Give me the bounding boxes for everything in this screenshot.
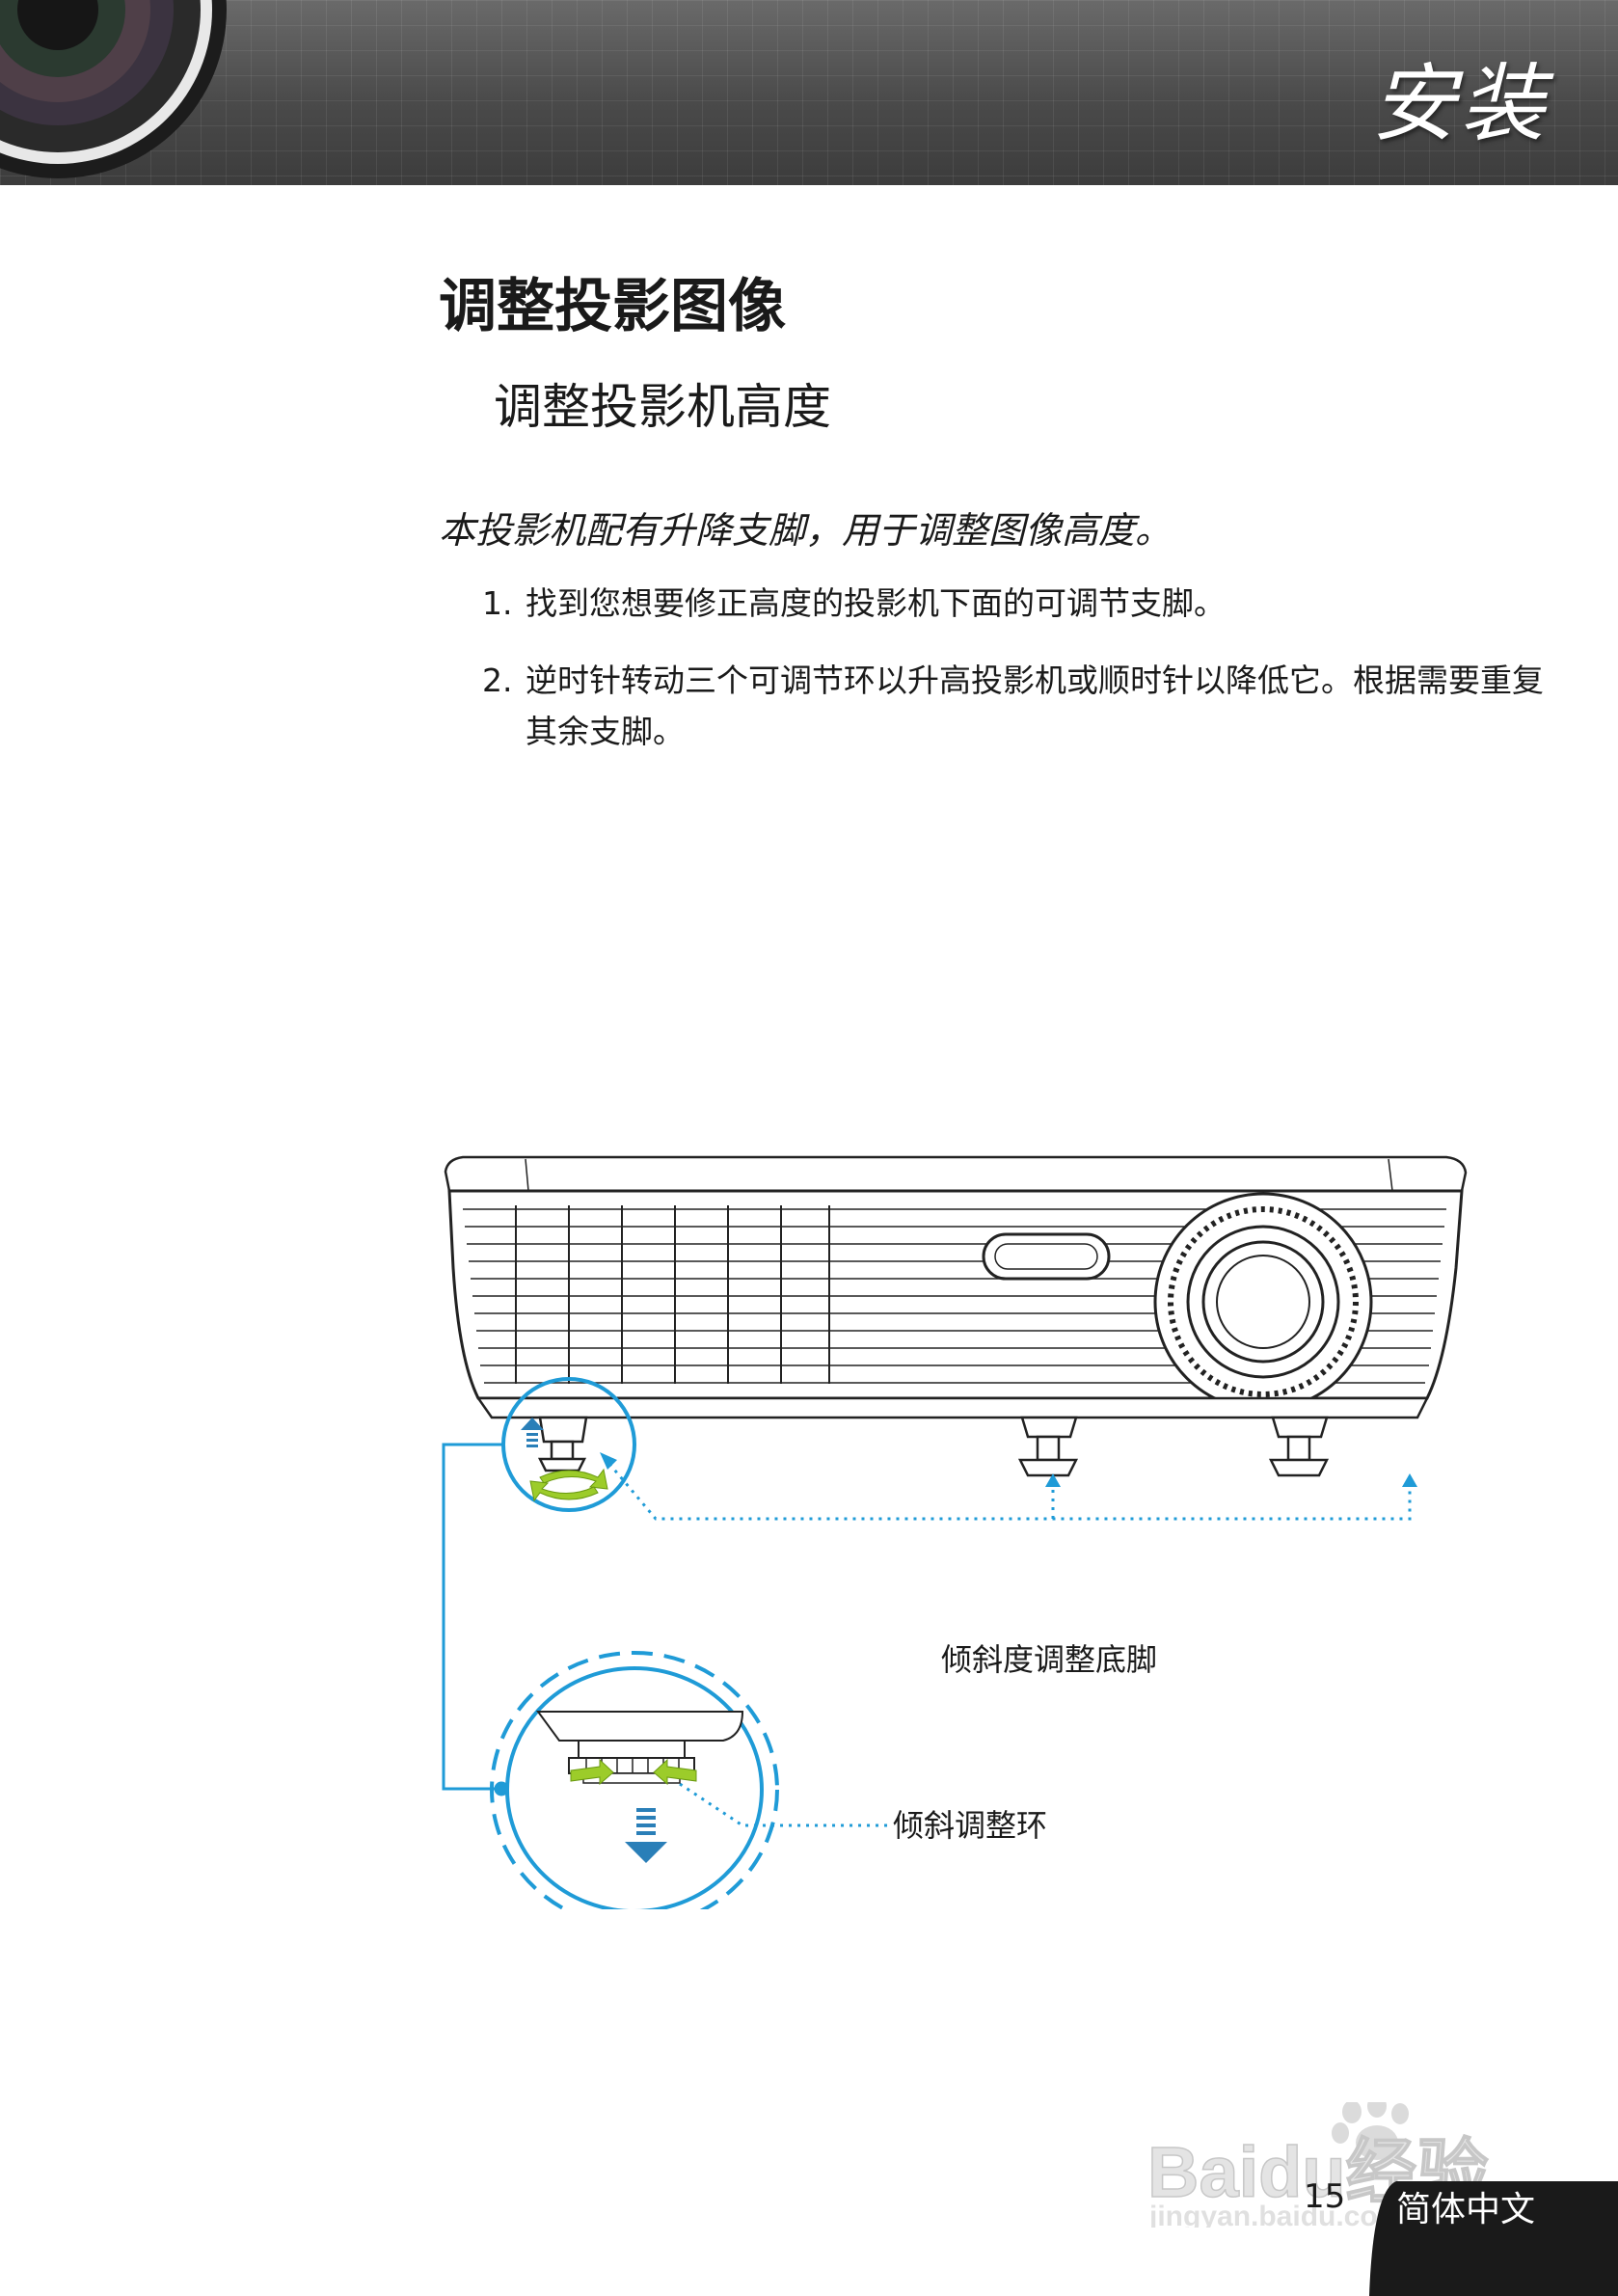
lens-decoration-icon: [0, 0, 227, 178]
page-heading: 调整投影图像: [439, 273, 786, 340]
footer-language-tab: [1369, 2181, 1618, 2296]
link-line: [442, 1443, 509, 1796]
list-item: 2. 逆时针转动三个可调节环以升高投影机或顺时针以降低它。根据需要重复其余支脚。: [482, 656, 1567, 758]
zoom-detail-circle: [490, 1651, 779, 1909]
step-number: 2.: [482, 662, 513, 699]
raise-arrow-icon: [521, 1418, 544, 1447]
sub-heading: 调整投影机高度: [494, 379, 831, 435]
step-text: 逆时针转动三个可调节环以升高投影机或顺时针以降低它。根据需要重复其余支脚。: [526, 662, 1544, 750]
page-header: 安装: [0, 0, 1618, 185]
list-item: 1. 找到您想要修正高度的投影机下面的可调节支脚。: [482, 579, 1226, 630]
lower-arrow-icon: [625, 1808, 667, 1863]
step-number: 1.: [482, 584, 513, 622]
rotate-arrows-icon: [529, 1468, 608, 1502]
ring-rotate-arrows-icon: [570, 1758, 697, 1786]
projector-diagram: [442, 1155, 1468, 1909]
tilt-ring-label: 倾斜调整环: [893, 1807, 1048, 1844]
footer-language: 简体中文: [1396, 2190, 1536, 2229]
projector-illustration: [444, 1155, 1468, 1477]
tilt-feet-label: 倾斜度调整底脚: [941, 1641, 1158, 1678]
callout-connectors: [607, 1463, 1412, 1827]
intro-text: 本投影机配有升降支脚，用于调整图像高度。: [439, 509, 1173, 552]
step-text: 找到您想要修正高度的投影机下面的可调节支脚。: [526, 584, 1226, 622]
section-title: 安装: [1370, 54, 1549, 153]
page-number: 15: [1304, 2177, 1346, 2216]
watermark-url: jingyan.baidu.com: [1148, 2201, 1403, 2228]
